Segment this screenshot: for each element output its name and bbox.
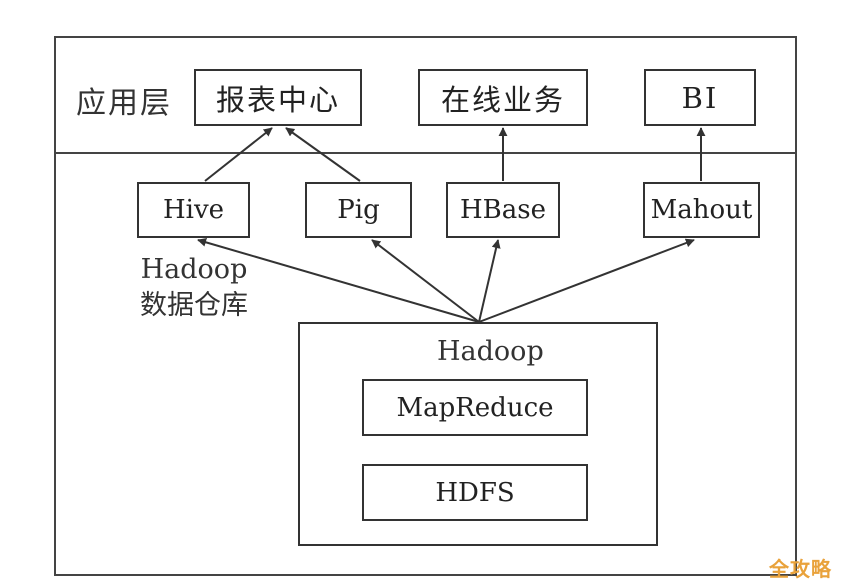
arrow-pig-to-report — [285, 127, 361, 182]
arrow-hadoop-to-mahout — [478, 238, 695, 323]
diagram-frame — [54, 36, 797, 576]
online-business-box: 在线业务 — [418, 69, 588, 126]
hdfs-box: HDFS — [362, 464, 588, 521]
warehouse-label: Hadoop 数据仓库 — [128, 252, 260, 324]
hbase-box: HBase — [446, 182, 560, 238]
arrow-hadoop-to-pig — [371, 239, 480, 323]
bi-box: BI — [644, 69, 756, 126]
arrow-hive-to-report — [204, 127, 273, 182]
layer-divider — [54, 152, 797, 154]
watermark-logo: 全攻略 — [769, 557, 832, 581]
warehouse-label-line1: Hadoop — [140, 254, 248, 285]
mapreduce-box: MapReduce — [362, 379, 588, 436]
application-layer-label: 应用层 — [76, 86, 172, 121]
hive-box: Hive — [137, 182, 250, 238]
pig-box: Pig — [305, 182, 412, 238]
arrow-hadoop-to-hive — [197, 237, 480, 323]
hadoop-title: Hadoop — [437, 336, 544, 367]
warehouse-label-line2: 数据仓库 — [140, 290, 248, 321]
mahout-box: Mahout — [643, 182, 760, 238]
arrow-hadoop-to-hbase — [478, 239, 501, 323]
report-center-box: 报表中心 — [194, 69, 362, 126]
